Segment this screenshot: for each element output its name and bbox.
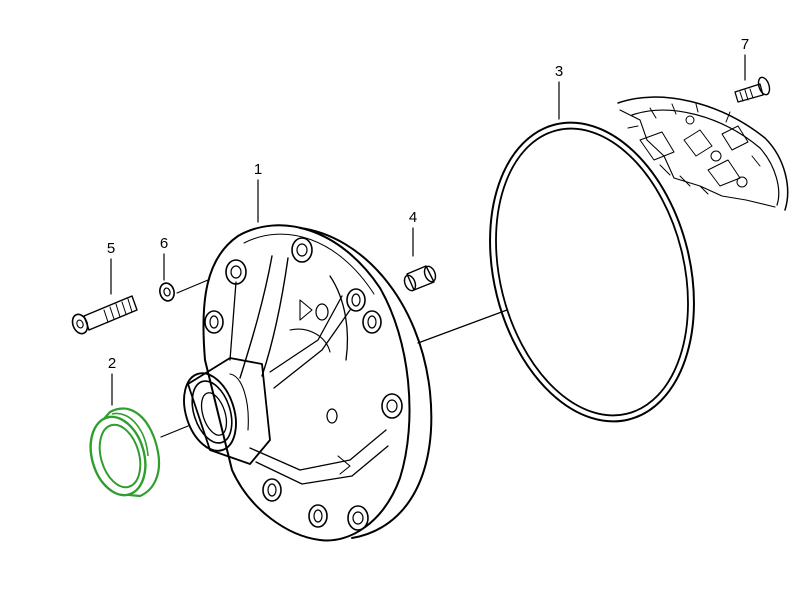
- callout-label-7[interactable]: 7: [741, 36, 749, 53]
- part-4-dowel-pin[interactable]: [402, 265, 437, 293]
- part-5-bolt[interactable]: [70, 295, 138, 336]
- part-6-washer[interactable]: [158, 281, 176, 302]
- callouts: 1 2 3 4 5 6 7: [107, 36, 749, 406]
- part-1-housing-cover[interactable]: [175, 224, 433, 542]
- callout-label-6[interactable]: 6: [160, 235, 168, 252]
- callout-label-2[interactable]: 2: [108, 355, 116, 372]
- callout-label-3[interactable]: 3: [555, 63, 563, 80]
- assembly-axis-lines: [160, 279, 508, 438]
- part-7-screw[interactable]: [734, 76, 772, 103]
- callout-label-5[interactable]: 5: [107, 240, 115, 257]
- part-3-o-ring[interactable]: [460, 101, 724, 443]
- callout-label-4[interactable]: 4: [409, 209, 417, 226]
- callout-label-1[interactable]: 1: [254, 161, 262, 178]
- transmission-housing-fragment: [617, 96, 789, 211]
- part-2-shaft-seal[interactable]: [82, 407, 161, 501]
- flange-bolt-holes: [204, 237, 403, 531]
